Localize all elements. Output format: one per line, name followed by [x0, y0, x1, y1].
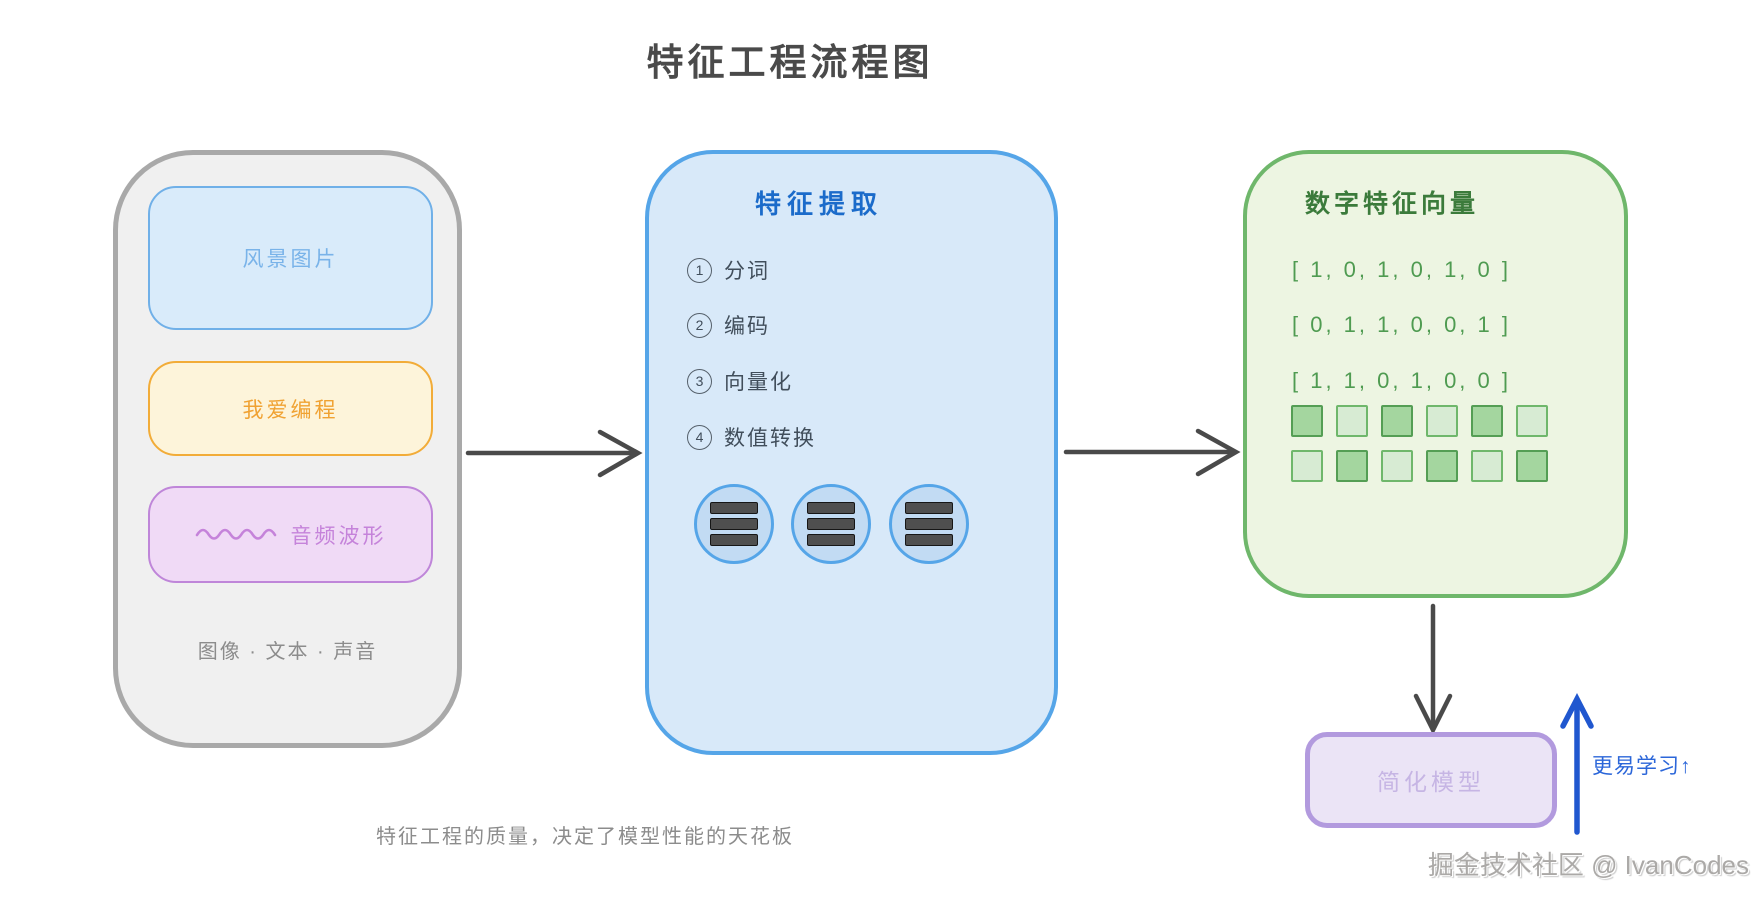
vector-grid-row [1291, 450, 1548, 482]
step-number-circle: 1 [687, 257, 712, 283]
sources-caption: 图像 · 文本 · 声音 [197, 641, 378, 663]
simplified-model-label: 简化模型 [1377, 769, 1485, 795]
step-label: 分词 [724, 260, 770, 283]
feature-extraction-panel: 特征提取 1 分词 2 编码 3 向量化 4 数值转换 [645, 150, 1058, 755]
step-number-circle: 4 [687, 424, 712, 450]
simplified-model-box: 简化模型 [1305, 732, 1557, 828]
token-list-icon [694, 484, 774, 564]
extraction-step-3: 3 向量化 [687, 366, 793, 396]
step-number-circle: 3 [687, 368, 712, 394]
grid-cell [1426, 450, 1458, 482]
audio-sample-box: 音频波形 [148, 486, 433, 583]
grid-cell [1516, 405, 1548, 437]
grid-cell [1426, 405, 1458, 437]
grid-cell [1336, 405, 1368, 437]
extraction-step-1: 1 分词 [687, 255, 770, 285]
arrow-right-icon [465, 429, 643, 478]
vector-grid-row [1291, 405, 1548, 437]
grid-cell [1291, 450, 1323, 482]
bottom-caption: 特征工程的质量，决定了模型性能的天花板 [376, 826, 794, 848]
watermark: 掘金技术社区 @ IvanCodes [1427, 850, 1749, 880]
grid-cell [1471, 405, 1503, 437]
arrow-up-icon [1560, 693, 1594, 835]
page-title: 特征工程流程图 [646, 42, 934, 83]
waveform-icon [195, 526, 281, 544]
grid-cell [1471, 450, 1503, 482]
grid-cell [1516, 450, 1548, 482]
image-sample-label: 风景图片 [242, 248, 339, 271]
step-label: 向量化 [724, 371, 793, 394]
extraction-step-4: 4 数值转换 [687, 422, 816, 452]
feature-vector-panel: 数字特征向量 [ 1, 0, 1, 0, 1, 0 ] [ 0, 1, 1, 0… [1243, 150, 1628, 598]
step-label: 编码 [724, 315, 770, 338]
vector-panel-title: 数字特征向量 [1304, 190, 1480, 218]
extraction-panel-title: 特征提取 [754, 189, 884, 219]
vector-row: [ 1, 0, 1, 0, 1, 0 ] [1292, 257, 1511, 282]
text-sample-box: 我爱编程 [148, 361, 433, 456]
arrow-right-icon [1063, 428, 1241, 477]
raw-data-panel: 风景图片 我爱编程 音频波形 图像 · 文本 · 声音 [113, 150, 462, 748]
extraction-step-2: 2 编码 [687, 310, 770, 340]
grid-cell [1336, 450, 1368, 482]
step-number-circle: 2 [687, 312, 712, 338]
token-list-icon [889, 484, 969, 564]
step-label: 数值转换 [724, 427, 816, 450]
vector-row: [ 1, 1, 0, 1, 0, 0 ] [1292, 368, 1511, 393]
grid-cell [1381, 450, 1413, 482]
audio-sample-label: 音频波形 [290, 524, 387, 548]
learn-note: 更易学习↑ [1592, 755, 1692, 778]
grid-cell [1381, 405, 1413, 437]
image-sample-box: 风景图片 [148, 186, 433, 330]
token-list-icon [791, 484, 871, 564]
vector-row: [ 0, 1, 1, 0, 0, 1 ] [1292, 312, 1511, 337]
arrow-down-icon [1413, 603, 1453, 734]
grid-cell [1291, 405, 1323, 437]
text-sample-label: 我爱编程 [242, 398, 339, 422]
